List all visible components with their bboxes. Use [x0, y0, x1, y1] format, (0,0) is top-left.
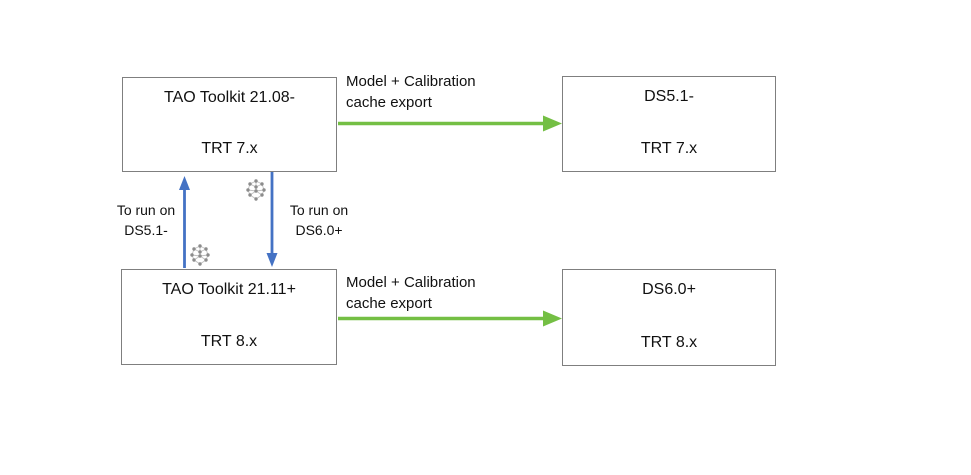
edge-label-run-ds51: To run on DS5.1-: [106, 200, 186, 240]
model-network-icon: [246, 179, 266, 201]
edge-label-line2: DS5.1-: [124, 222, 168, 238]
box-ds-6-0: DS6.0+ TRT 8.x: [562, 269, 776, 366]
model-network-icon-lines: [191, 245, 209, 265]
edge-label-run-ds60: To run on DS6.0+: [279, 200, 359, 240]
arrow-head: [266, 253, 278, 267]
box-title: DS5.1-: [644, 88, 694, 105]
run-arrow-down: [266, 172, 278, 267]
box-ds-5-1: DS5.1- TRT 7.x: [562, 76, 776, 172]
model-network-icon-lines: [247, 180, 265, 200]
box-subtitle: TRT 7.x: [640, 140, 698, 157]
edge-label-export-top: Model + Calibration cache export: [346, 71, 476, 113]
box-title: TAO Toolkit 21.11+: [162, 281, 296, 298]
model-network-icon-nodes: [246, 179, 266, 201]
box-subtitle: TRT 8.x: [640, 334, 698, 351]
arrow-head: [179, 176, 190, 190]
arrow-head: [543, 310, 562, 327]
edge-label-line2: cache export: [346, 295, 432, 312]
edge-label-line2: DS6.0+: [295, 222, 343, 238]
box-title: DS6.0+: [642, 281, 696, 298]
export-arrow-top: [338, 115, 562, 132]
box-title: TAO Toolkit 21.08-: [163, 89, 296, 106]
edge-label-export-bottom: Model + Calibration cache export: [346, 272, 476, 314]
edge-label-line1: Model + Calibration: [346, 73, 476, 90]
edge-label-line1: Model + Calibration: [346, 274, 476, 291]
model-network-icon: [190, 244, 210, 266]
box-subtitle: TRT 7.x: [201, 140, 258, 157]
edge-label-line2: cache export: [346, 94, 432, 111]
box-tao-toolkit-2111: TAO Toolkit 21.11+ TRT 8.x: [121, 269, 337, 365]
model-network-icon-nodes: [190, 244, 210, 266]
arrow-head: [543, 115, 562, 132]
edge-label-line1: To run on: [289, 202, 349, 218]
edge-label-line1: To run on: [116, 202, 176, 218]
box-tao-toolkit-2108: TAO Toolkit 21.08- TRT 7.x: [122, 77, 337, 172]
box-subtitle: TRT 8.x: [200, 333, 258, 350]
